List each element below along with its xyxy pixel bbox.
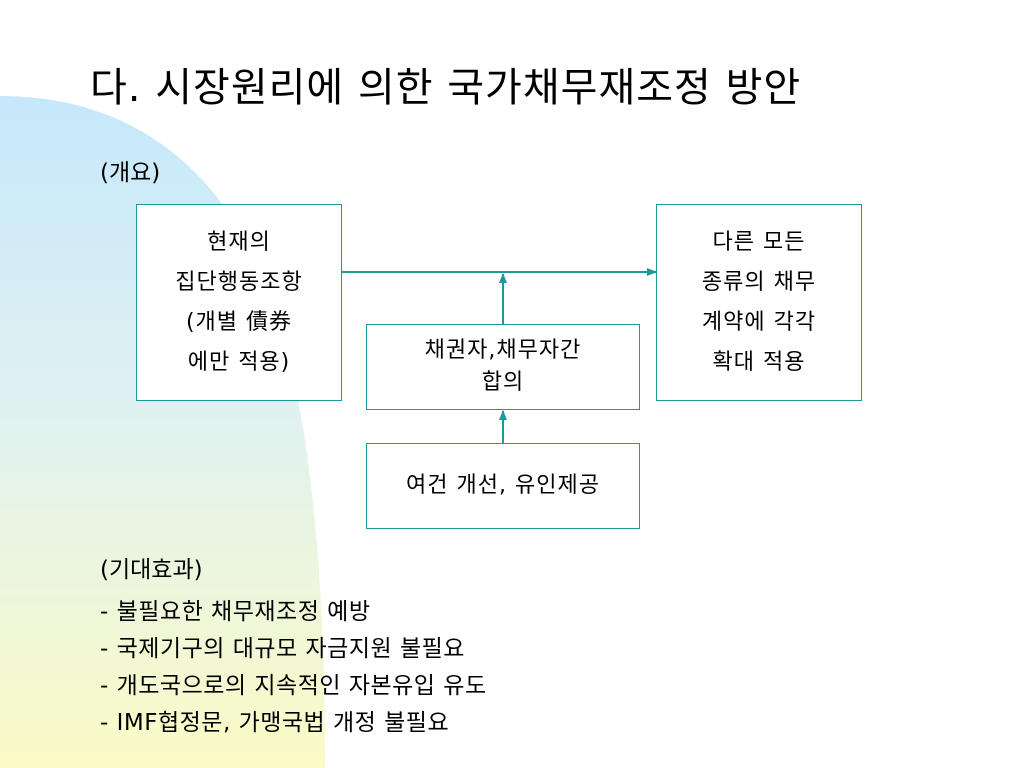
other-contracts-line: 확대 적용 <box>712 349 806 375</box>
effects-item: - 국제기구의 대규모 자금지원 불필요 <box>100 636 465 662</box>
creditor-agreement-line: 합의 <box>481 370 525 395</box>
effects-item: - 개도국으로의 지속적인 자본유입 유도 <box>100 673 487 699</box>
creditor-agreement-line: 채권자,채무자간 <box>424 338 582 363</box>
other-contracts-line: 다른 모든 <box>712 229 806 255</box>
slide-title: 다. 시장원리에 의한 국가채무재조정 방안 <box>90 65 802 111</box>
effects-item: - 불필요한 채무재조정 예방 <box>100 599 371 625</box>
other-contracts-line: 계약에 각각 <box>701 309 817 335</box>
current-clause-box: 현재의 집단행동조항 (개별 債券 에만 적용) <box>136 204 342 401</box>
creditor-agreement-box: 채권자,채무자간 합의 <box>366 324 640 410</box>
incentives-box: 여건 개선, 유인제공 <box>366 443 640 529</box>
effects-item: - IMF협정문, 가맹국법 개정 불필요 <box>100 710 450 736</box>
effects-label: (기대효과) <box>100 557 203 583</box>
current-clause-line: 집단행동조항 <box>175 269 303 295</box>
other-contracts-box: 다른 모든 종류의 채무 계약에 각각 확대 적용 <box>656 204 862 401</box>
current-clause-line: (개별 債券 <box>185 309 293 335</box>
other-contracts-line: 종류의 채무 <box>701 269 817 295</box>
current-clause-line: 현재의 <box>207 229 271 255</box>
effects-list: - 불필요한 채무재조정 예방 - 국제기구의 대규모 자금지원 불필요 - 개… <box>100 594 487 742</box>
current-clause-line: 에만 적용) <box>187 349 291 375</box>
incentives-line: 여건 개선, 유인제공 <box>406 473 600 498</box>
overview-label: (개요) <box>100 160 161 186</box>
